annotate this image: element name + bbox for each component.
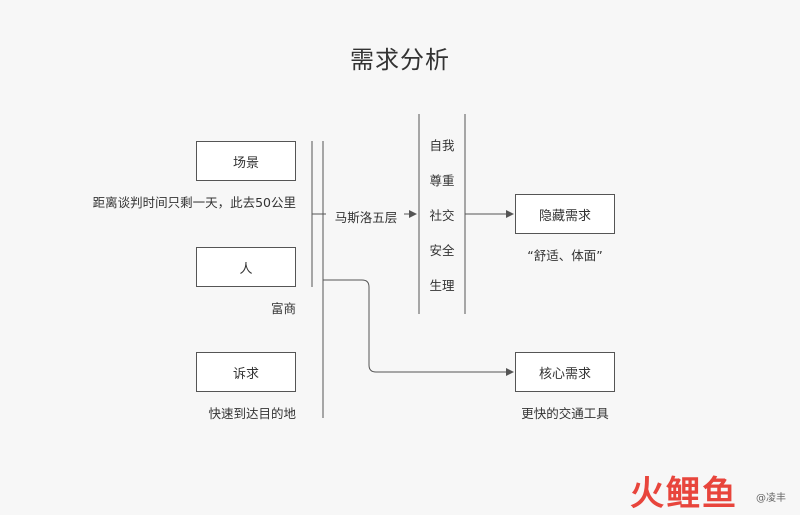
person-note: 富商 [270,301,296,316]
maslow-level-self: 自我 [429,138,455,153]
core-need-box: 核心需求 [515,352,615,392]
watermark-logo-text: 火鲤鱼 [630,474,738,514]
watermark-logo: 火鲤鱼 [630,466,738,515]
hidden-need-box: 隐藏需求 [515,194,615,234]
person-box: 人 [196,247,296,287]
appeal-box: 诉求 [196,352,296,392]
maslow-level-safety: 安全 [429,243,455,258]
watermark-author: @凌丰 [756,493,786,504]
maslow-level-esteem: 尊重 [429,173,455,188]
maslow-level-social: 社交 [429,208,455,223]
arrow-to-core-need [323,279,514,376]
page-title: 需求分析 [350,46,450,74]
scene-box: 场景 [196,141,296,181]
core-need-note: 更快的交通工具 [521,406,609,421]
maslow-label: 马斯洛五层 [334,210,398,225]
maslow-level-physiological: 生理 [429,278,455,293]
hidden-need-note: “舒适、体面” [527,248,603,263]
appeal-note: 快速到达目的地 [208,406,296,421]
scene-note: 距离谈判时间只剩一天，此去50公里 [92,195,296,210]
